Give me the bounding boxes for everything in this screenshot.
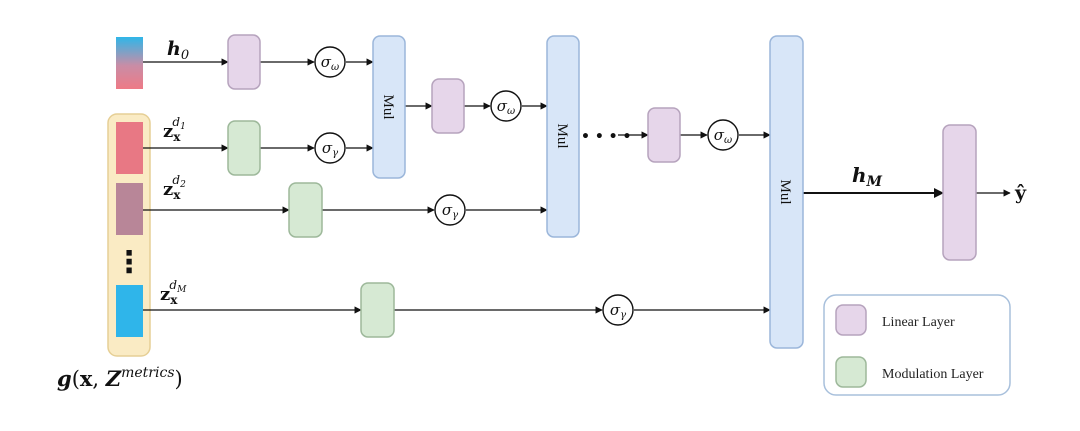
linear-layer-3	[647, 107, 681, 163]
hM-label: hM	[852, 163, 883, 190]
h0-input-block	[116, 37, 143, 89]
embedding-segment-1	[116, 122, 143, 174]
activation-gamma-M: σγ	[602, 294, 634, 326]
svg-text:σω: σω	[714, 126, 732, 146]
legend-modulation-swatch	[835, 356, 867, 388]
modulation-layer-2	[288, 182, 323, 238]
svg-text:σω: σω	[321, 53, 339, 73]
legend-linear-label: Linear Layer	[882, 315, 955, 330]
mul-label-M: Mul	[777, 179, 793, 204]
legend-box	[823, 294, 1011, 396]
linear-layer-2	[431, 78, 465, 134]
zM-label: zxdM	[160, 278, 187, 307]
h0-label: h0	[167, 38, 189, 63]
embedding-segment-2	[116, 183, 143, 235]
embedding-segment-M	[116, 285, 143, 337]
svg-text:σγ: σγ	[442, 201, 458, 221]
svg-text:σω: σω	[497, 97, 515, 117]
svg-text:σγ: σγ	[610, 301, 626, 321]
activation-gamma-2: σγ	[434, 194, 466, 226]
z2-label: zxd2	[163, 173, 186, 202]
mul-label-2: Mul	[554, 123, 570, 148]
legend-linear-swatch	[835, 304, 867, 336]
mul-block-1	[372, 35, 406, 179]
legend-modulation-label: Modulation Layer	[882, 367, 984, 382]
activation-omega-1: σω	[314, 46, 346, 78]
embedding-label: g(x, Zmetrics)	[57, 365, 183, 391]
activation-gamma-1: σγ	[314, 132, 346, 164]
linear-layer-output	[942, 124, 977, 261]
activation-omega-2: σω	[490, 90, 522, 122]
connections	[143, 58, 1011, 314]
modulation-layer-1	[227, 120, 261, 176]
svg-text:σγ: σγ	[322, 139, 338, 159]
z1-label: zxd1	[163, 115, 186, 144]
mul-block-M	[769, 35, 804, 349]
mul-label-1: Mul	[380, 94, 396, 119]
modulation-layer-M	[360, 282, 395, 338]
yhat-label: ŷ	[1014, 182, 1027, 204]
continuation-dots: • • • •	[581, 129, 631, 145]
embedding-ellipsis: ⋮	[114, 245, 144, 280]
mul-block-2	[546, 35, 580, 238]
activation-omega-3: σω	[707, 119, 739, 151]
linear-layer-h0	[227, 34, 261, 90]
